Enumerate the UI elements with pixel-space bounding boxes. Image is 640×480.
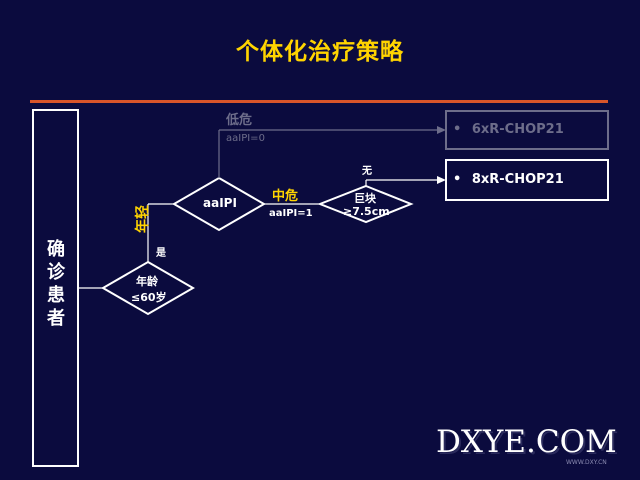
no-bulk-label: 无	[362, 166, 372, 177]
bulk-diamond	[317, 184, 414, 224]
bulk-node-line2: ≥7.5cm	[343, 205, 390, 218]
treatment-main-box	[445, 159, 609, 201]
bullet-low: •	[453, 122, 462, 137]
age-yes-label: 是	[156, 248, 166, 259]
treatment-low-text: 6xR-CHOP21	[471, 122, 564, 137]
mid-risk-sub: aaIPI=1	[269, 208, 313, 219]
patient-char: 确诊患者	[47, 239, 65, 329]
arrow-main	[437, 176, 446, 184]
title-divider	[30, 100, 608, 103]
treatment-main: • 8xR-CHOP21	[453, 172, 564, 187]
arrow-low-risk	[437, 126, 446, 134]
low-risk-sub: aaIPI=0	[226, 133, 265, 144]
aaipi-node-label: aaIPI	[203, 196, 237, 210]
watermark-logo: DXYE.COM	[436, 424, 617, 460]
watermark-url: WWW.DXY.CN	[566, 459, 607, 466]
patient-label: 确诊患者	[34, 238, 78, 330]
treatment-low-box	[445, 110, 609, 150]
age-diamond	[101, 260, 195, 316]
slide-title: 个体化治疗策略	[236, 39, 404, 65]
age-node-line1: 年龄	[136, 275, 158, 288]
age-node-line2: ≤60岁	[131, 291, 167, 304]
age-young-text: 年轻	[135, 205, 151, 233]
mid-risk-label: 中危	[272, 189, 299, 204]
treatment-main-text: 8xR-CHOP21	[471, 172, 564, 187]
low-risk-label: 低危	[226, 113, 253, 128]
age-young-label: 年轻	[132, 205, 152, 233]
aaipi-diamond	[172, 176, 266, 232]
treatment-low: • 6xR-CHOP21	[453, 122, 564, 137]
bullet-main: •	[453, 172, 462, 187]
bulk-node-line1: 巨块	[354, 192, 376, 205]
